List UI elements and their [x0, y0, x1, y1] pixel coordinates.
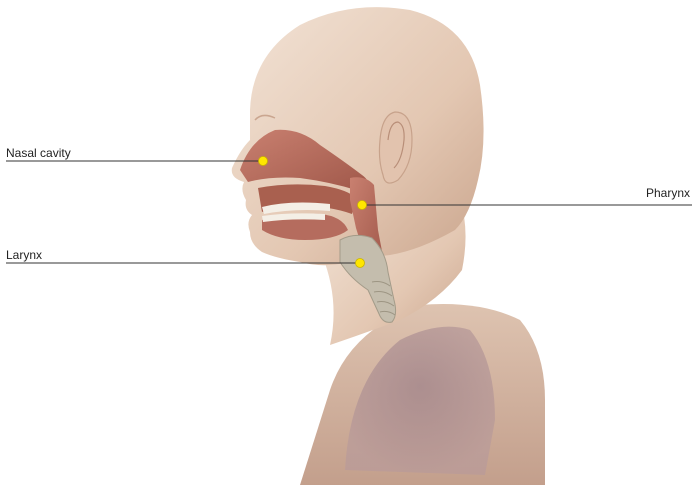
larynx-marker[interactable]	[355, 258, 365, 268]
ear-inner	[387, 121, 405, 169]
upper-teeth	[262, 202, 330, 214]
nasal-cavity-marker[interactable]	[258, 156, 268, 166]
brow-contour	[254, 114, 276, 121]
trachea-rings	[371, 281, 396, 316]
larynx-label: Larynx	[6, 248, 43, 262]
larynx-trachea	[339, 234, 397, 323]
pharynx-marker[interactable]	[357, 200, 367, 210]
lower-teeth	[262, 213, 325, 222]
nasal-cavity-tissue	[240, 129, 371, 195]
tongue	[262, 213, 348, 240]
lung-shape	[345, 326, 495, 475]
pharynx-label: Pharynx	[645, 186, 690, 200]
nasal-cavity-label: Nasal cavity	[6, 146, 71, 160]
